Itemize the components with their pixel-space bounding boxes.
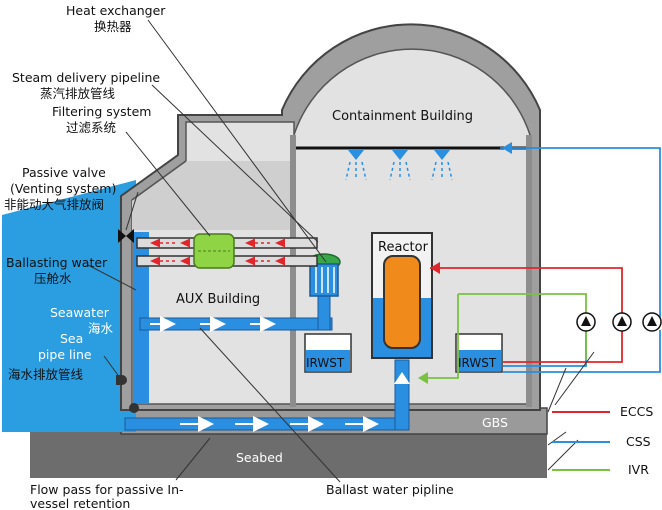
legend-eccs-label: ECCS: [620, 404, 654, 419]
pump-arrows: [581, 316, 657, 326]
riser-pipe: [394, 359, 410, 431]
reactor-vessel: [383, 255, 421, 349]
legend-eccs-line: [552, 411, 610, 413]
irwst-left-label: IRWST: [306, 356, 345, 370]
heat-exchanger-label: Heat exchanger: [66, 3, 166, 18]
seabed: [30, 432, 547, 478]
containment-wall-right: [526, 135, 532, 407]
filtering-system-label: Filtering system: [52, 104, 152, 119]
ivr-arrow: [418, 372, 428, 384]
ballasting-water-label: Ballasting water: [6, 255, 108, 270]
eccs-line: [430, 267, 623, 363]
aux-roof: [132, 161, 294, 230]
ballasting-water-label-cn: 压舱水: [34, 271, 72, 286]
sea-pipe-label-cn: 海水排放管线: [8, 367, 84, 382]
eccs-arrow: [430, 262, 440, 274]
sea-pipe-label-1: Sea: [60, 331, 84, 346]
legend-css-line: [552, 441, 610, 443]
legend-css-label: CSS: [626, 434, 651, 449]
riser-arrow: [394, 372, 410, 384]
passive-valve-label: Passive valve: [22, 165, 106, 180]
leader-lines: [87, 19, 595, 483]
heat-exchanger-label-cn: 换热器: [94, 19, 132, 34]
containment-wall-left: [290, 135, 296, 407]
gbs-label: GBS: [482, 415, 508, 430]
reactor-label: Reactor: [378, 240, 428, 255]
irwst-right-water: [457, 350, 501, 371]
seawater-region: [2, 180, 136, 432]
css-spray-arrow: [502, 142, 512, 154]
seabed-label: Seabed: [236, 450, 283, 465]
ballast-pipeline-label: Ballast water pipline: [326, 482, 454, 497]
legend-ivr-line: [552, 469, 610, 471]
sea-pipe-riser: [317, 291, 331, 331]
legend-ivr-label: IVR: [628, 462, 649, 477]
seawater-label-cn: 海水: [88, 321, 114, 336]
containment-building-label: Containment Building: [332, 109, 474, 124]
seawater-label: Seawater: [50, 305, 109, 320]
flow-pass-label-2: vessel retention: [30, 496, 131, 510]
aux-roof-ridge: [131, 160, 187, 201]
ivr-line: [420, 293, 587, 379]
spray-nozzles: [345, 150, 453, 181]
passive-valve-label-cn: 非能动大气排放阀: [4, 197, 105, 212]
passive-valve-icon: [118, 229, 134, 243]
sea-pipe-label-2: pipe line: [38, 347, 92, 362]
filtering-system: [193, 233, 235, 269]
irwst-right-label: IRWST: [458, 356, 497, 370]
irwst-left-water: [306, 350, 350, 371]
venting-system-label: (Venting system): [10, 181, 117, 196]
flow-pass-label-1: Flow pass for passive In-: [30, 482, 184, 497]
filtering-system-label-cn: 过滤系统: [66, 120, 117, 135]
steam-pipeline-label: Steam delivery pipeline: [12, 70, 161, 85]
steam-pipeline-label-cn: 蒸汽排放管线: [40, 86, 116, 101]
aux-building-label: AUX Building: [176, 292, 261, 307]
sea-pipe: [139, 317, 333, 331]
